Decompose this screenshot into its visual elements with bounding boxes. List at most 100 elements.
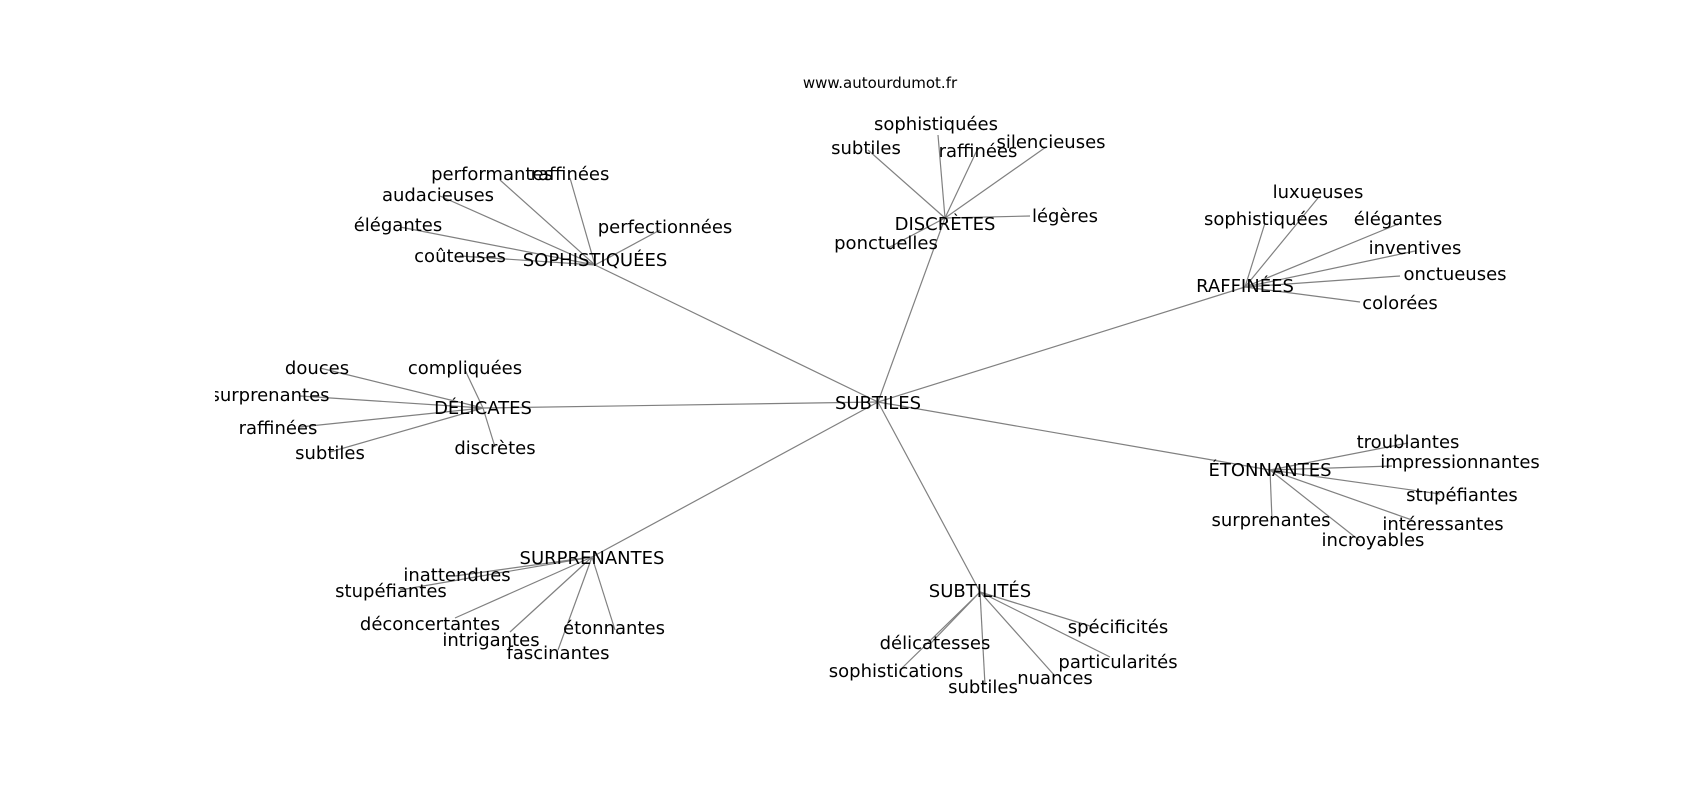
- hub-word: DÉLICATES: [434, 397, 532, 419]
- leaf-word: légères: [1032, 206, 1098, 227]
- leaf-word: étonnantes: [563, 618, 665, 639]
- edge-hub-to-leaf: [944, 147, 979, 219]
- edge-hub-to-leaf: [439, 195, 596, 266]
- edge-hub-to-leaf: [979, 591, 986, 686]
- leaf-word: troublantes: [1357, 432, 1460, 453]
- leaf-word: douces: [285, 358, 349, 379]
- hub-word: SUBTILITÉS: [929, 580, 1031, 602]
- edge-center-to-hub: [877, 401, 1271, 471]
- leaf-word: incroyables: [1322, 530, 1425, 551]
- edge-hub-to-leaf: [979, 591, 1056, 677]
- hub-word: SURPRENANTES: [520, 548, 665, 569]
- edge-hub-to-leaf: [482, 407, 496, 448]
- leaf-word: stupéfiantes: [335, 581, 447, 602]
- leaf-word: coûteuses: [414, 246, 506, 267]
- edge-hub-to-leaf: [1244, 275, 1401, 288]
- leaf-word: perfectionnées: [598, 217, 733, 238]
- edge-hub-to-leaf: [1269, 469, 1361, 542]
- leaf-word: spécificités: [1068, 617, 1169, 638]
- edge-hub-to-leaf: [329, 407, 484, 453]
- leaf-word: intrigantes: [442, 630, 539, 651]
- leaf-word: discrètes: [454, 438, 535, 459]
- leaf-word: performantes: [431, 164, 553, 185]
- leaf-word: ponctuelles: [834, 233, 938, 254]
- edge-hub-to-leaf: [899, 591, 981, 671]
- leaf-word: inattendues: [403, 565, 510, 586]
- leaf-word: élégantes: [354, 215, 443, 236]
- leaf-word: raffinées: [531, 164, 610, 185]
- edge-center-to-hub: [877, 286, 1246, 403]
- leaf-word: surprenantes: [210, 385, 329, 406]
- leaf-word: élégantes: [1354, 209, 1443, 230]
- leaf-word: raffinées: [239, 418, 318, 439]
- edge-hub-to-leaf: [509, 556, 593, 633]
- edge-hub-to-leaf: [1269, 469, 1273, 521]
- edge-hub-to-leaf: [1269, 442, 1409, 471]
- leaf-word: raffinées: [939, 141, 1018, 162]
- edges-layer: [299, 134, 1441, 686]
- edge-hub-to-leaf: [464, 369, 484, 409]
- edge-hub-to-leaf: [1269, 469, 1413, 521]
- source-url: www.autourdumot.fr: [803, 74, 958, 92]
- edge-center-to-hub: [594, 264, 879, 403]
- leaf-word: surprenantes: [1211, 510, 1330, 531]
- edge-hub-to-leaf: [979, 591, 1091, 627]
- edge-center-to-hub: [877, 217, 946, 403]
- leaf-word: déconcertantes: [360, 614, 500, 635]
- edge-hub-to-leaf: [944, 146, 1047, 219]
- edge-center-to-hub: [877, 401, 981, 593]
- leaf-word: silencieuses: [996, 132, 1105, 153]
- leaf-word: onctueuses: [1403, 264, 1506, 285]
- edge-hub-to-leaf: [299, 395, 484, 409]
- edge-hub-to-leaf: [399, 226, 596, 266]
- edge-hub-to-leaf: [1244, 222, 1266, 288]
- hub-word: ÉTONNANTES: [1208, 459, 1331, 481]
- leaf-word: particularités: [1058, 652, 1177, 673]
- edge-center-to-hub: [591, 401, 879, 558]
- edge-hub-to-leaf: [937, 134, 946, 219]
- edge-hub-to-leaf: [867, 149, 946, 219]
- leaf-word: colorées: [1362, 293, 1437, 314]
- edge-hub-to-leaf: [399, 556, 593, 591]
- leaf-word: délicatesses: [880, 633, 991, 654]
- hub-word: RAFFINÉES: [1196, 275, 1294, 297]
- edge-hub-to-leaf: [1269, 469, 1441, 495]
- edge-hub-to-leaf: [459, 255, 596, 266]
- edge-hub-to-leaf: [887, 217, 946, 249]
- hub-word: SOPHISTIQUÉES: [523, 249, 668, 271]
- leaf-word: subtiles: [948, 677, 1018, 698]
- edge-hub-to-leaf: [1244, 197, 1319, 288]
- edge-hub-to-leaf: [319, 367, 484, 409]
- leaf-word: nuances: [1017, 668, 1093, 689]
- leaf-word: impressionnantes: [1380, 452, 1540, 473]
- edge-hub-to-leaf: [454, 556, 593, 577]
- leaf-word: sophistiquées: [874, 114, 998, 135]
- edge-hub-to-leaf: [979, 591, 1111, 658]
- edge-hub-to-leaf: [499, 179, 596, 266]
- edge-hub-to-leaf: [594, 229, 661, 266]
- leaf-word: compliquées: [408, 358, 522, 379]
- edge-hub-to-leaf: [299, 407, 484, 428]
- leaf-word: stupéfiantes: [1406, 485, 1518, 506]
- leaf-word: inventives: [1369, 238, 1462, 259]
- hub-word: DISCRÈTES: [895, 213, 996, 235]
- leaf-word: audacieuses: [382, 185, 494, 206]
- leaf-word: intéressantes: [1382, 514, 1503, 535]
- edge-hub-to-leaf: [1244, 250, 1416, 288]
- leaf-word: sophistications: [829, 661, 963, 682]
- leaf-word: subtiles: [831, 138, 901, 159]
- edge-hub-to-leaf: [1269, 465, 1393, 471]
- edge-hub-to-leaf: [557, 556, 593, 651]
- edge-hub-to-leaf: [569, 177, 596, 266]
- leaf-word: luxueuses: [1273, 182, 1364, 203]
- edge-hub-to-leaf: [944, 215, 1031, 219]
- edge-hub-to-leaf: [454, 556, 593, 619]
- edge-hub-to-leaf: [591, 556, 616, 631]
- center-word: SUBTILES: [835, 393, 921, 414]
- edge-center-to-hub: [482, 401, 879, 409]
- leaf-word: subtiles: [295, 443, 365, 464]
- leaf-word: fascinantes: [507, 643, 610, 664]
- leaf-word: sophistiquées: [1204, 209, 1328, 230]
- edge-hub-to-leaf: [1244, 223, 1399, 288]
